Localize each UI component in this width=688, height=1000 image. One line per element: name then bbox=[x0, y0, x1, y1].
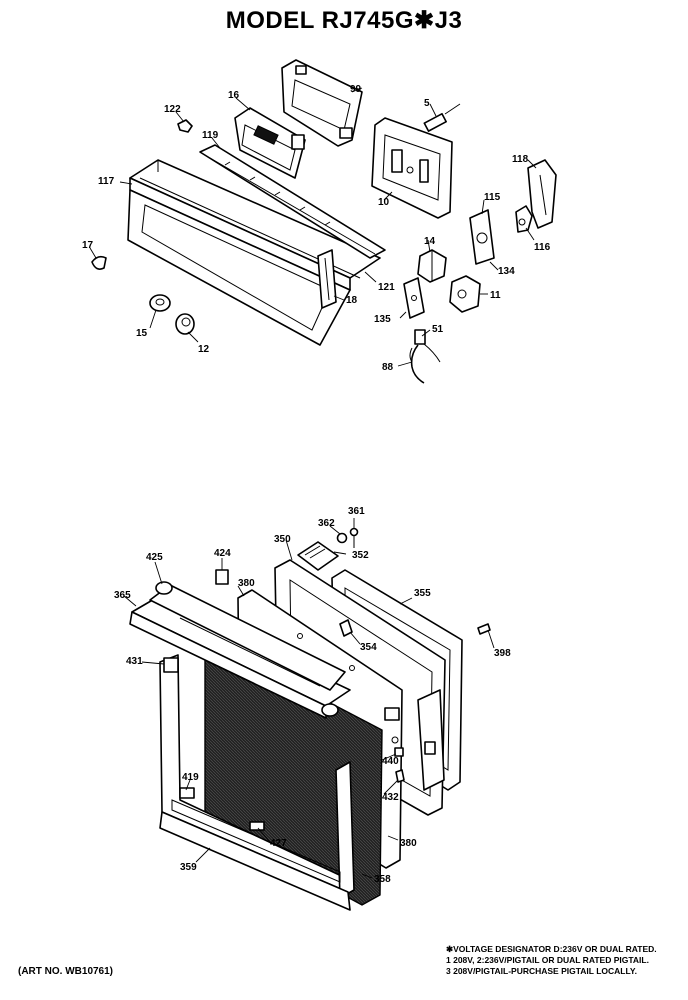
callout-440: 440 bbox=[382, 756, 399, 767]
part-12-knob bbox=[175, 313, 195, 335]
callout-419: 419 bbox=[182, 772, 199, 783]
part-88-pigtail bbox=[409, 329, 441, 384]
callout-122: 122 bbox=[164, 104, 181, 115]
callout-115: 115 bbox=[484, 192, 501, 203]
part-424-clip bbox=[215, 569, 229, 585]
part-398-screw bbox=[477, 623, 491, 635]
callout-427: 427 bbox=[270, 838, 287, 849]
callout-16: 16 bbox=[228, 90, 240, 101]
part-354-latch bbox=[339, 619, 353, 637]
part-117-control-frame bbox=[127, 159, 381, 346]
callout-119: 119 bbox=[202, 130, 219, 141]
callout-5: 5 bbox=[424, 98, 430, 109]
callout-118: 118 bbox=[512, 154, 529, 165]
callout-358: 358 bbox=[374, 874, 391, 885]
part-115-switch bbox=[469, 209, 495, 265]
part-16-control-assembly bbox=[234, 107, 306, 179]
callout-51: 51 bbox=[432, 324, 444, 335]
callout-380a: 380 bbox=[238, 578, 255, 589]
part-18-trim bbox=[317, 249, 337, 309]
part-122-clip bbox=[177, 119, 193, 133]
lower-leader-lines bbox=[123, 518, 495, 879]
callout-134: 134 bbox=[498, 266, 515, 277]
voltage-notes: ✱VOLTAGE DESIGNATOR D:236V OR DUAL RATED… bbox=[446, 944, 682, 977]
callout-361: 361 bbox=[348, 506, 365, 517]
voltage-note-1: ✱VOLTAGE DESIGNATOR D:236V OR DUAL RATED… bbox=[446, 944, 657, 954]
model-title: MODEL RJ745G✱J3 bbox=[225, 7, 463, 34]
part-361-screw bbox=[349, 527, 359, 548]
part-17-knob bbox=[91, 255, 107, 270]
callout-380b: 380 bbox=[400, 838, 417, 849]
part-135-plate bbox=[403, 277, 425, 319]
voltage-note-3: 3 208V/PIGTAIL-PURCHASE PIGTAIL LOCALLY. bbox=[446, 966, 637, 976]
callout-18: 18 bbox=[346, 295, 358, 306]
callout-12: 12 bbox=[198, 344, 210, 355]
callout-362: 362 bbox=[318, 518, 335, 529]
voltage-note-2: 1 208V, 2:236V/PIGTAIL OR DUAL RATED PIG… bbox=[446, 955, 649, 965]
callout-365: 365 bbox=[114, 590, 131, 601]
part-440-bracket bbox=[394, 747, 404, 757]
callout-398: 398 bbox=[494, 648, 511, 659]
callout-14: 14 bbox=[424, 236, 436, 247]
callout-10: 10 bbox=[378, 197, 390, 208]
callout-117: 117 bbox=[98, 176, 115, 187]
callout-431: 431 bbox=[126, 656, 143, 667]
upper-leader-lines bbox=[89, 87, 537, 367]
part-118-bracket bbox=[527, 159, 557, 229]
part-119-panel-strip bbox=[199, 144, 386, 259]
part-359-door-frame bbox=[159, 654, 355, 911]
part-365-door-handle bbox=[129, 581, 351, 719]
art-number: (ART NO. WB10761) bbox=[18, 966, 114, 977]
part-99-bracket bbox=[281, 59, 363, 147]
callout-116: 116 bbox=[534, 242, 551, 253]
callout-355: 355 bbox=[414, 588, 431, 599]
callout-432: 432 bbox=[382, 792, 399, 803]
part-5-indicator bbox=[423, 103, 461, 132]
callout-17: 17 bbox=[82, 240, 94, 251]
callout-354: 354 bbox=[360, 642, 377, 653]
callout-15: 15 bbox=[136, 328, 148, 339]
callout-11: 11 bbox=[490, 290, 501, 301]
part-11-terminal-block bbox=[449, 275, 481, 313]
callout-99: 99 bbox=[350, 84, 362, 95]
part-10-mounting-plate bbox=[371, 117, 453, 219]
part-14-relay bbox=[417, 249, 447, 283]
callout-352: 352 bbox=[352, 550, 369, 561]
part-116-clip bbox=[515, 205, 533, 233]
part-352-insulation bbox=[297, 541, 339, 571]
part-15-knob bbox=[149, 294, 171, 312]
callout-88: 88 bbox=[382, 362, 394, 373]
callout-135: 135 bbox=[374, 314, 391, 325]
part-432-spring bbox=[395, 769, 405, 783]
callout-359: 359 bbox=[180, 862, 197, 873]
callout-121: 121 bbox=[378, 282, 395, 293]
callout-425: 425 bbox=[146, 552, 163, 563]
callout-424: 424 bbox=[214, 548, 231, 559]
part-362-washer bbox=[336, 532, 348, 544]
callout-350: 350 bbox=[274, 534, 291, 545]
